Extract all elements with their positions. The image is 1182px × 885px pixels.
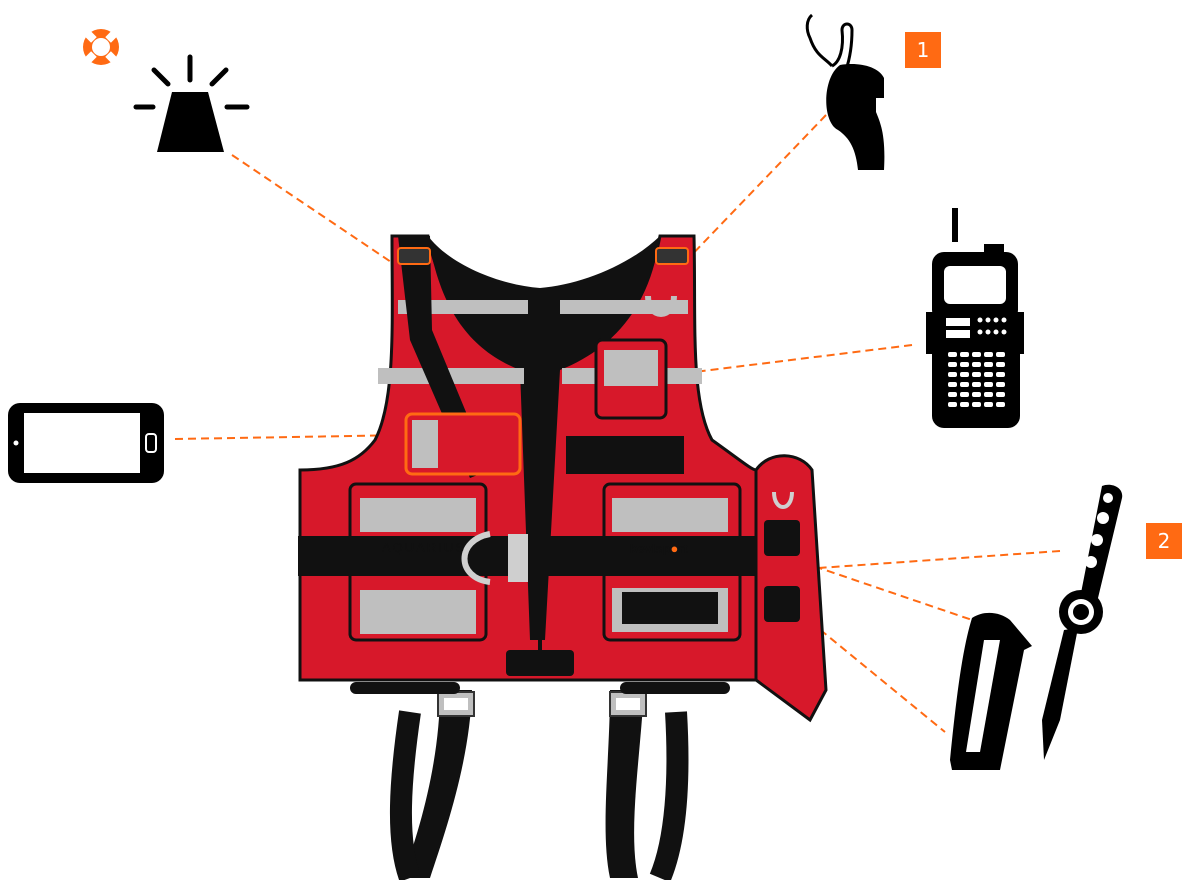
knife-panel-loop-lower bbox=[764, 586, 800, 622]
chest-belt bbox=[298, 536, 798, 576]
shoulder-buckle-left bbox=[398, 248, 430, 264]
leader-line-knife bbox=[790, 551, 1060, 570]
leader-line-whistle bbox=[685, 115, 826, 262]
right-chest-logo-suffix: rt bbox=[678, 541, 688, 556]
rescue-vest: AQUARIUS kevlsp●rt bbox=[298, 236, 826, 878]
leader-line-radio bbox=[670, 345, 912, 375]
whistle-icon bbox=[807, 15, 884, 170]
shoulder-buckle-right bbox=[656, 248, 688, 264]
right-chest-logo-prefix: kevlsp bbox=[630, 541, 671, 556]
chest-pocket-left-reflective bbox=[360, 498, 476, 532]
smartphone-icon bbox=[8, 403, 164, 483]
lifebuoy-icon bbox=[83, 29, 119, 65]
marker-badge-2: 2 bbox=[1146, 523, 1182, 559]
chest-buckle bbox=[508, 534, 528, 582]
leg-strap-right bbox=[606, 690, 678, 878]
marker-badge-2-label: 2 bbox=[1158, 529, 1171, 553]
phone-pocket-reflective bbox=[412, 420, 438, 468]
right-chest-logo-dot: ● bbox=[670, 541, 678, 556]
leader-line-beacon bbox=[232, 155, 400, 268]
chest-patch-right bbox=[622, 592, 718, 624]
chest-pocket-left-lower-reflective bbox=[360, 590, 476, 634]
radio-icon bbox=[926, 208, 1024, 428]
marker-badge-1: 1 bbox=[905, 32, 941, 68]
waist-buckle bbox=[506, 650, 574, 676]
beacon-light-icon bbox=[136, 57, 247, 152]
belt-tab-left bbox=[350, 682, 460, 694]
belt-tab-right bbox=[620, 682, 730, 694]
knife-sheath-icon bbox=[950, 613, 1032, 770]
knife-icon bbox=[1042, 485, 1122, 760]
marker-badge-1-label: 1 bbox=[917, 38, 930, 62]
knife-panel-loop-upper bbox=[764, 520, 800, 556]
left-chest-logo: AQUARIUS bbox=[382, 540, 466, 555]
right-chest-logo: kevlsp●rt bbox=[630, 541, 688, 556]
chest-pocket-right-reflective bbox=[612, 498, 728, 532]
radio-pocket-flap bbox=[604, 350, 658, 386]
name-patch bbox=[566, 436, 684, 474]
leg-strap-left bbox=[401, 690, 474, 878]
